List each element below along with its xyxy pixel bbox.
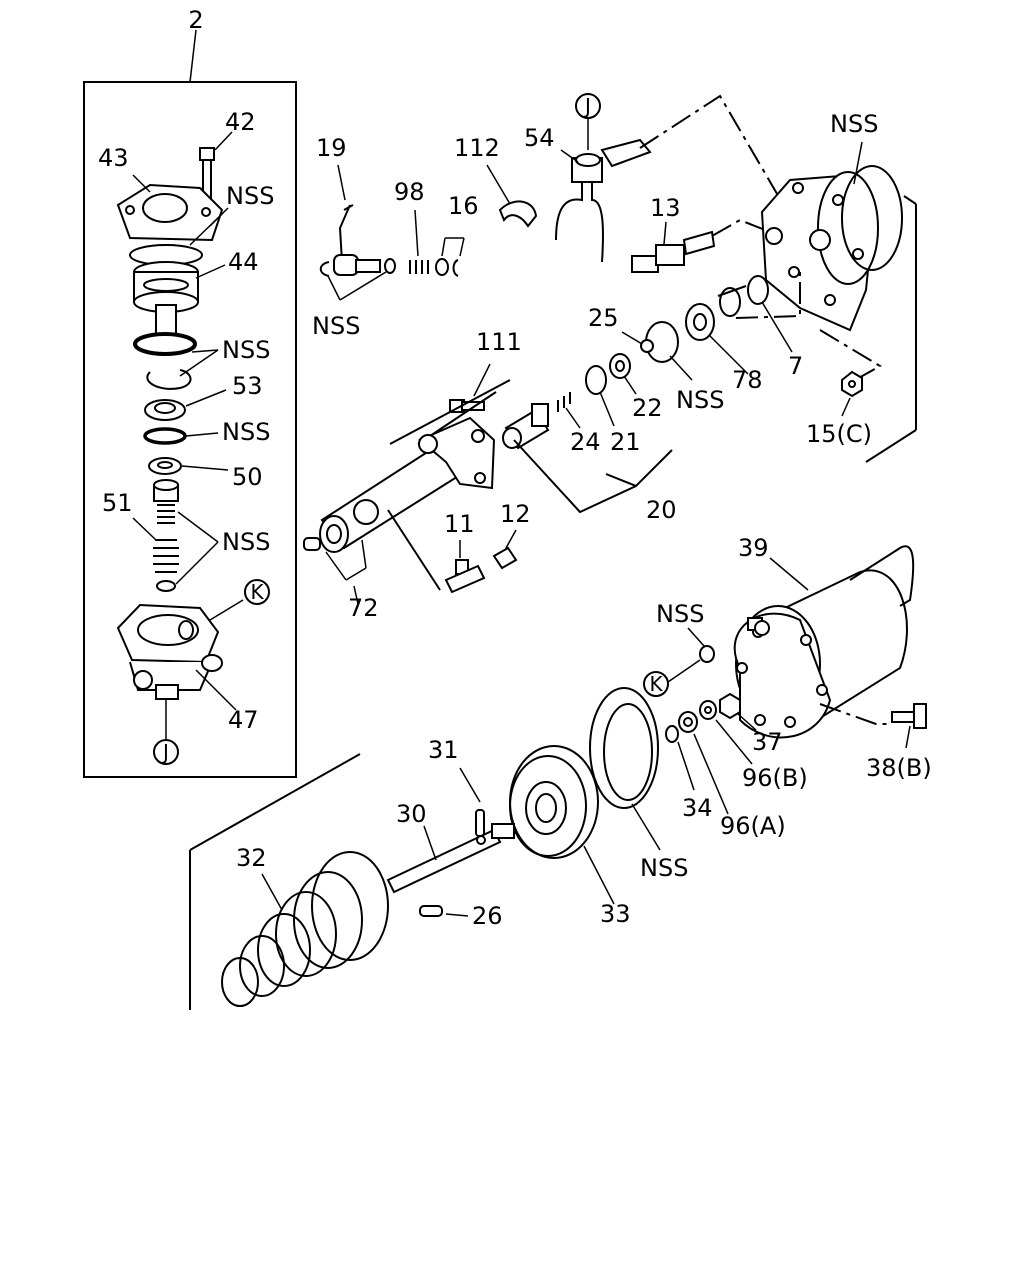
label-nss-51: NSS — [222, 528, 270, 556]
label-nss-44: NSS — [222, 336, 270, 364]
label-78: 78 — [732, 366, 763, 394]
part-50-washer — [148, 457, 229, 475]
label-96b: 96(B) — [742, 764, 808, 792]
part-24-spring — [557, 392, 581, 429]
part-98-spring — [409, 209, 429, 274]
label-96a: 96(A) — [720, 812, 786, 840]
part-16-ring — [435, 237, 465, 277]
label-44: 44 — [228, 248, 259, 276]
part-19-lever — [319, 164, 396, 301]
part-30-rod — [386, 823, 515, 894]
label-21: 21 — [610, 428, 641, 456]
label-34: 34 — [682, 794, 713, 822]
label-32: 32 — [236, 844, 267, 872]
part-12-cap — [492, 529, 518, 570]
label-24: 24 — [570, 428, 601, 456]
part-32-spring — [221, 851, 389, 1007]
label-42: 42 — [225, 108, 256, 136]
part-11-fitting — [444, 540, 486, 594]
label-20: 20 — [646, 496, 677, 524]
part-54-fork — [555, 94, 791, 263]
label-nss-housing: NSS — [830, 110, 878, 138]
label-39: 39 — [738, 534, 769, 562]
label-54: 54 — [524, 124, 555, 152]
ref-k-top: K — [244, 579, 270, 605]
part-26-pin — [419, 905, 469, 917]
label-53: 53 — [232, 372, 263, 400]
ref-j-top: J — [575, 93, 601, 119]
ref-j-top-label: J — [583, 94, 591, 118]
label-16: 16 — [448, 192, 479, 220]
label-43: 43 — [98, 144, 129, 172]
label-nss-43: NSS — [226, 182, 274, 210]
part-78-seal — [685, 303, 749, 375]
part-112-clip — [486, 164, 538, 228]
label-37: 37 — [752, 728, 783, 756]
part-72-pin — [303, 537, 367, 605]
label-assy-2: 2 — [188, 6, 203, 34]
label-15c: 15(C) — [806, 420, 872, 448]
label-nss-19: NSS — [312, 312, 360, 340]
part-111-bolt — [389, 363, 511, 445]
label-112: 112 — [454, 134, 500, 162]
part-96a-washer — [678, 711, 729, 815]
part-42-bolt — [199, 131, 233, 207]
label-111: 111 — [476, 328, 522, 356]
label-47: 47 — [228, 706, 259, 734]
label-nss-53: NSS — [222, 418, 270, 446]
part-34-oring — [665, 725, 695, 791]
part-53-seal — [143, 389, 227, 445]
lower-bracket — [189, 753, 361, 1010]
label-50: 50 — [232, 463, 263, 491]
label-7: 7 — [788, 352, 803, 380]
part-47-body — [116, 599, 244, 740]
part-7-bushing — [717, 270, 801, 353]
ref-j-bottom-label: J — [161, 740, 169, 764]
subassembly-2-box — [83, 29, 297, 778]
label-22: 22 — [632, 394, 663, 422]
part-38b-bolt — [891, 703, 927, 749]
part-20-plunger — [502, 403, 673, 514]
label-19: 19 — [316, 134, 347, 162]
part-96b-washer — [699, 700, 753, 765]
part-51-valve — [132, 479, 219, 592]
part-21-bushing — [585, 365, 615, 427]
label-72: 72 — [348, 594, 379, 622]
part-39-cylinder — [733, 545, 915, 739]
part-housing-right — [760, 141, 917, 463]
part-43-cover — [116, 174, 229, 242]
label-nss-k: NSS — [656, 600, 704, 628]
ref-k-mid-label: K — [649, 672, 663, 696]
part-31-pin — [459, 767, 485, 837]
label-31: 31 — [428, 736, 459, 764]
label-98: 98 — [394, 178, 425, 206]
label-38b: 38(B) — [866, 754, 932, 782]
label-11: 11 — [444, 510, 475, 538]
ref-k-mid: K — [643, 671, 669, 697]
label-12: 12 — [500, 500, 531, 528]
part-25-ring — [621, 321, 693, 381]
label-33: 33 — [600, 900, 631, 928]
part-37-nut — [719, 692, 757, 731]
part-33-piston — [509, 745, 615, 905]
part-nss-33-seal — [589, 687, 661, 851]
label-26: 26 — [472, 902, 503, 930]
label-nss-33: NSS — [640, 854, 688, 882]
part-44-piston — [129, 213, 226, 336]
part-cylinder-body — [319, 416, 496, 591]
part-nss-rings-44 — [133, 332, 219, 390]
label-30: 30 — [396, 800, 427, 828]
label-51: 51 — [102, 489, 133, 517]
label-13: 13 — [650, 194, 681, 222]
label-25: 25 — [588, 304, 619, 332]
label-nss-25: NSS — [676, 386, 724, 414]
part-nss-k-oring — [667, 627, 715, 683]
ref-j-bottom: J — [153, 739, 179, 765]
ref-k-top-label: K — [250, 580, 264, 604]
part-22-washer — [609, 353, 637, 395]
part-15c-nut — [841, 370, 863, 417]
